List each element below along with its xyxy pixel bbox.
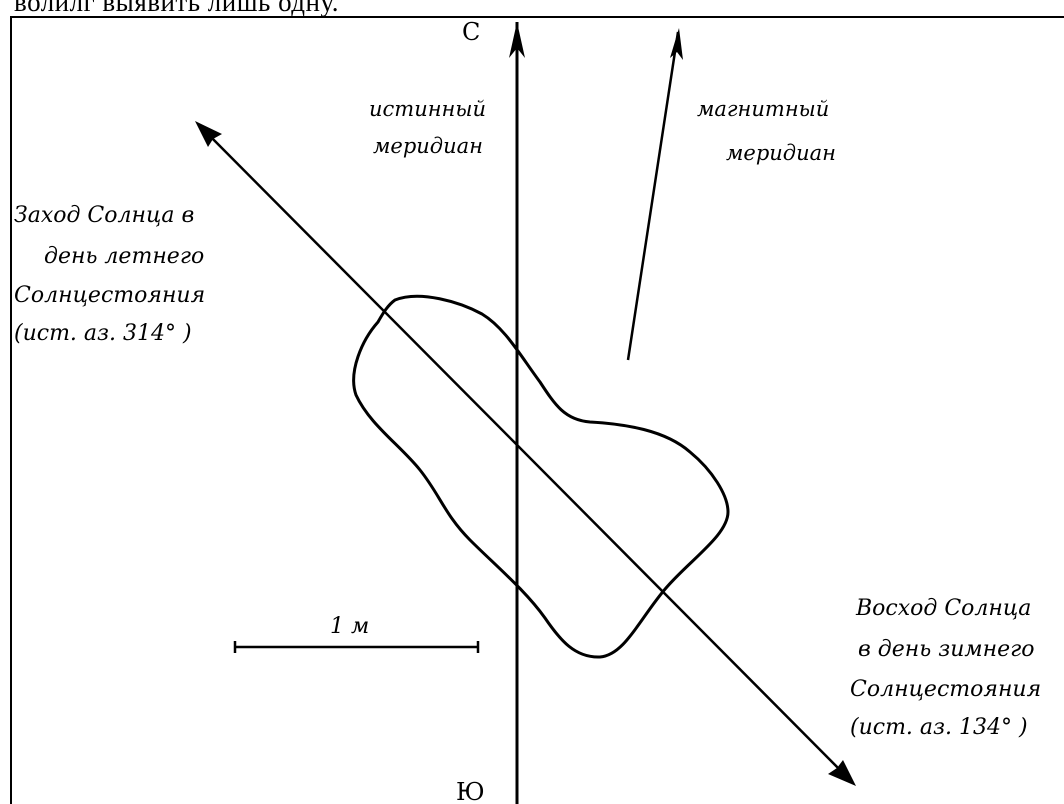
sunrise-label-1: Восход Солнца [855,596,1031,621]
magnetic-meridian-line [626,31,680,361]
sunrise-label-4: (ист. аз. 134° ) [850,715,1028,740]
magnetic-meridian-arrowhead [670,28,683,60]
sunrise-label-3: Солнцестояния [850,677,1041,702]
true-meridian-label-2: меридиан [373,134,483,158]
sunset-label-2: день летнего [44,244,204,269]
solstice-axis-line [197,123,853,783]
scale-bar-label: 1 м [330,614,369,639]
sunset-label-3: Солнцестояния [14,283,205,308]
sunrise-arrowhead [828,760,856,786]
magnetic-meridian-label-1: магнитный [697,97,829,121]
sunset-label-1: Заход Солнца в [14,203,194,228]
true-meridian-label-1: истинный [369,97,486,121]
north-arrowhead [509,22,525,58]
sunset-arrowhead [195,121,222,147]
sunrise-label-2: в день зимнего [858,637,1035,662]
site-outline [352,294,730,659]
diagram-frame [10,16,1064,804]
magnetic-meridian-label-2: меридиан [726,141,836,165]
north-label: С [462,18,480,46]
sunset-label-4: (ист. аз. 314° ) [14,321,192,346]
header-text: волилг выявить лишь одну. [14,0,340,17]
south-label: Ю [456,778,485,804]
